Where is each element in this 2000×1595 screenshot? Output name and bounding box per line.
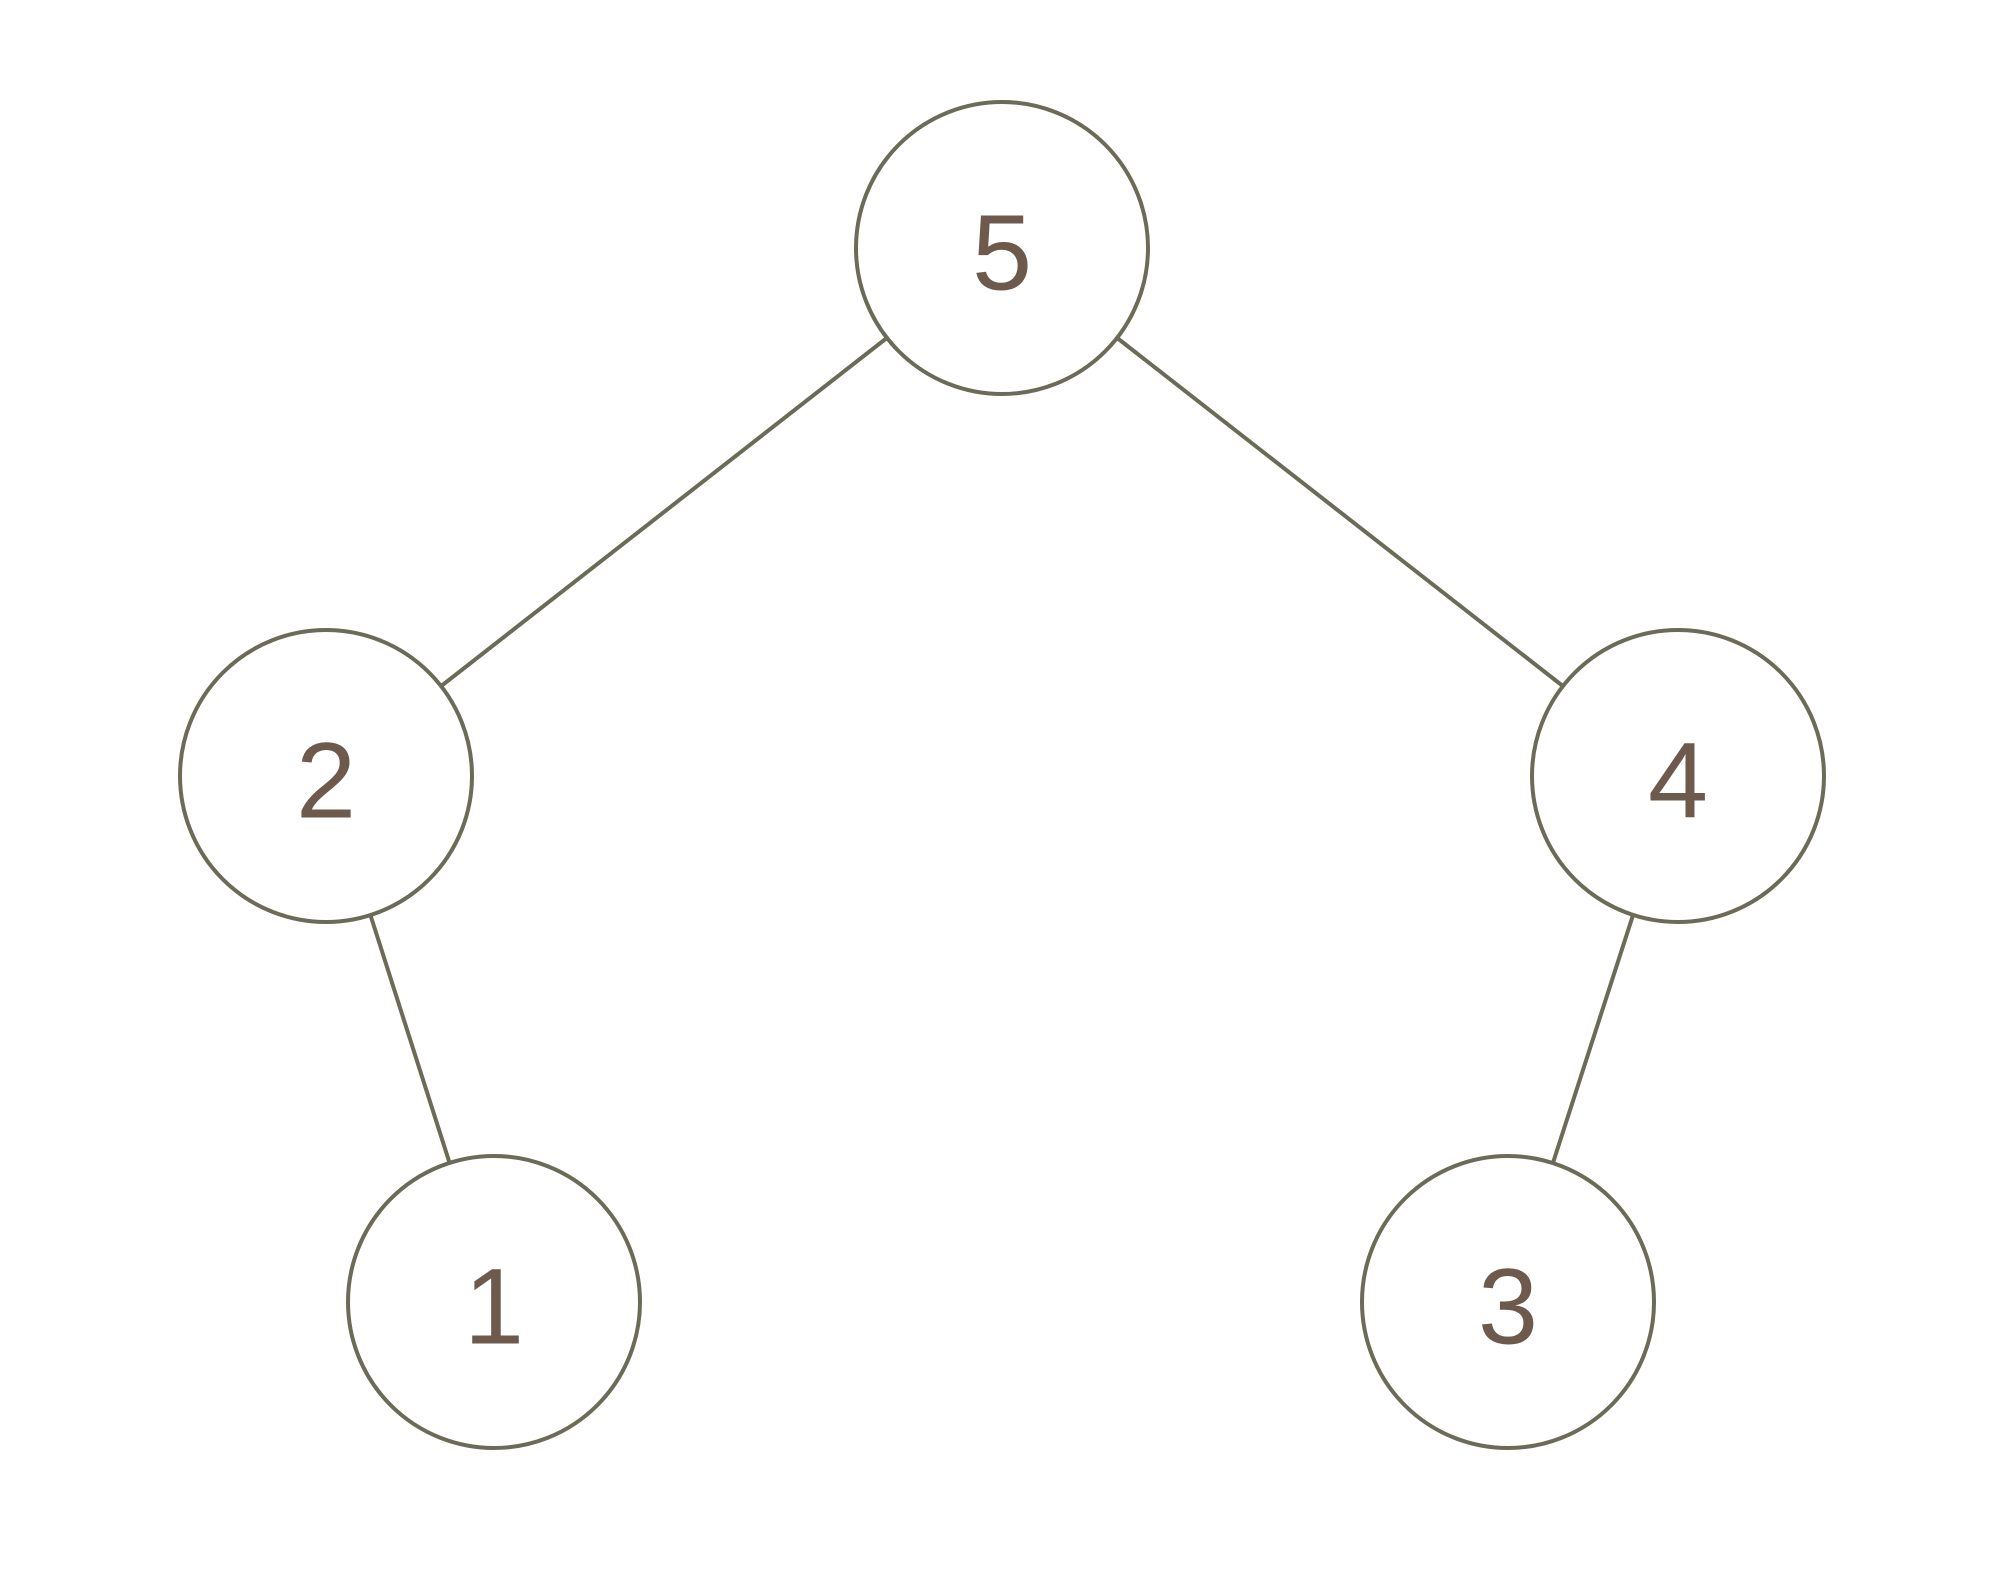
tree-node-left: 2 [178,628,474,924]
node-circle [178,628,474,924]
node-circle [346,1154,642,1450]
node-label: 1 [464,1246,524,1367]
node-label: 2 [296,720,356,841]
edge-2-to-1 [368,913,452,1165]
edge-5-to-4 [1115,335,1565,689]
tree-nodes: 5 2 4 1 3 [178,100,1826,1450]
tree-node-right-child: 3 [1360,1154,1656,1450]
tree-node-root: 5 [854,100,1150,396]
node-circle [1360,1154,1656,1450]
edge-5-to-2 [439,335,889,689]
tree-node-left-child: 1 [346,1154,642,1450]
node-label: 5 [972,192,1032,313]
node-label: 4 [1648,720,1708,841]
node-circle [1530,628,1826,924]
tree-edges [368,335,1636,1166]
node-circle [854,100,1150,396]
node-label: 3 [1478,1246,1538,1367]
tree-node-right: 4 [1530,628,1826,924]
edge-4-to-3 [1550,912,1636,1166]
